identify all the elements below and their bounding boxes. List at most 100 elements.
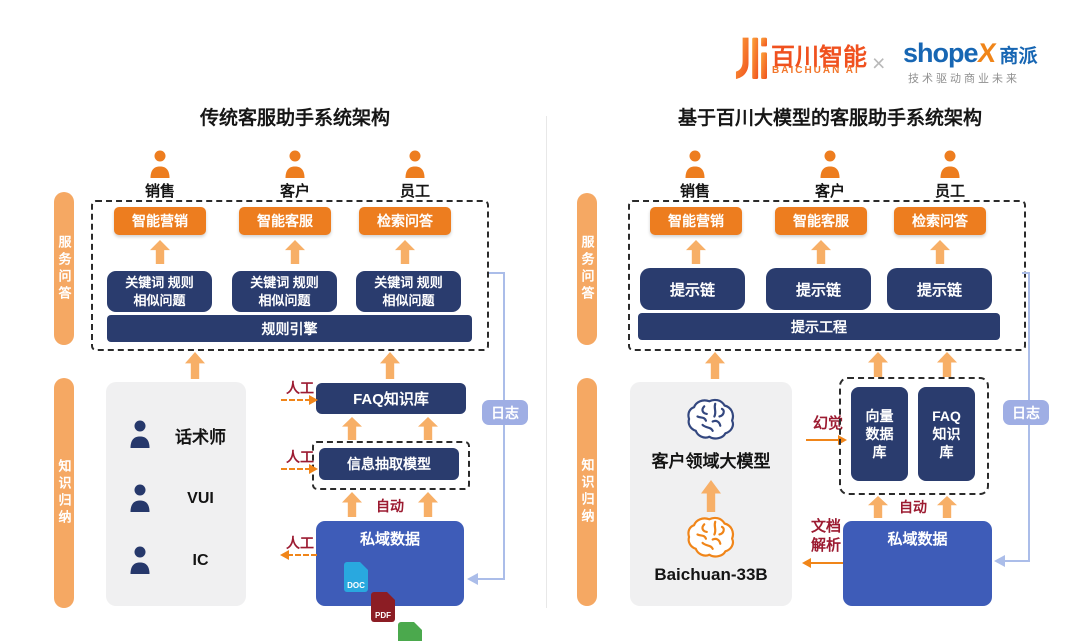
brain-icon-base-model	[684, 514, 738, 560]
prompt-engineering-box: 提示工程	[638, 313, 1000, 340]
up-arrow	[185, 352, 205, 379]
up-arrow	[868, 352, 888, 377]
sidebar-service-qa: 服务问答	[577, 193, 597, 345]
up-arrow	[418, 417, 438, 440]
page-fold	[415, 616, 428, 629]
center-divider	[546, 116, 547, 608]
staff-label-vui: VUI	[187, 490, 214, 507]
kb-frame	[839, 377, 989, 495]
manual-label: 人工	[286, 448, 314, 465]
doc-label: DOC	[347, 581, 365, 590]
log-connector	[477, 578, 505, 580]
log-connector	[489, 272, 505, 274]
vector-db-box: 向量 数据 库	[851, 387, 908, 481]
up-arrow	[868, 496, 888, 518]
person-icon	[283, 150, 307, 178]
staff-label-ic: IC	[192, 552, 209, 569]
manual-dashed-arrow	[287, 554, 317, 556]
user-label-sales: 销售	[679, 182, 710, 200]
up-arrow	[705, 352, 725, 379]
sidebar-knowledge: 知识归纳	[577, 378, 597, 606]
staff-panel	[106, 382, 246, 606]
shopex-cn: 商派	[999, 46, 1038, 67]
brain-icon-domain-model	[684, 396, 738, 442]
sidebar-service-qa: 服务问答	[54, 192, 74, 345]
log-arrowhead	[994, 555, 1005, 567]
person-icon	[683, 150, 707, 178]
up-arrow	[380, 352, 400, 379]
baichuan-brand-sub: BAICHUAN AI	[772, 65, 860, 76]
person-icon	[128, 420, 152, 448]
right-service-frame	[628, 200, 1026, 351]
log-connector	[1022, 272, 1030, 274]
hallucination-label: 幻觉	[812, 414, 843, 432]
log-arrowhead	[467, 573, 478, 585]
extract-model-box: 信息抽取模型	[319, 448, 459, 480]
private-data-label: 私域数据	[887, 530, 948, 548]
user-label-employee: 员工	[399, 182, 430, 200]
arrowhead-left	[280, 550, 289, 560]
user-label-customer: 客户	[279, 182, 310, 200]
keyword-rule-box: 关键词 规则 相似问题	[232, 271, 337, 312]
right-title: 基于百川大模型的客服助手系统架构	[677, 107, 982, 129]
keyword-rule-box: 关键词 规则 相似问题	[356, 271, 461, 312]
manual-dashed-arrow	[281, 468, 311, 470]
service-box-marketing: 智能营销	[650, 207, 742, 235]
keyword-rule-box: 关键词 规则 相似问题	[107, 271, 212, 312]
prompt-chain-box: 提示链	[887, 268, 992, 310]
sidebar-knowledge: 知识归纳	[54, 378, 74, 608]
private-data-box	[316, 521, 464, 606]
private-data-label: 私域数据	[359, 530, 420, 548]
doc-file-icon: DOC	[344, 562, 368, 592]
baichuan-logo-icon	[733, 36, 767, 82]
up-arrow	[418, 492, 438, 517]
manual-dashed-arrow	[281, 399, 311, 401]
manual-label: 人工	[286, 534, 314, 551]
up-arrow	[342, 417, 362, 440]
service-box-retrieval: 检索问答	[894, 207, 986, 235]
shopex-tagline: 技术驱动商业未来	[908, 73, 1020, 85]
shopex-logo: shopeX商派	[903, 38, 1038, 69]
pdf-file-icon: PDF	[371, 592, 395, 622]
manual-label: 人工	[286, 379, 314, 396]
faq-kb-box: FAQ知识库	[316, 383, 466, 414]
arrowhead-right	[309, 464, 318, 474]
staff-label-scriptwriter: 话术师	[175, 427, 226, 447]
hallucination-arrow	[806, 439, 839, 441]
private-data-box	[843, 521, 992, 606]
up-arrow	[937, 352, 957, 377]
user-label-sales: 销售	[144, 182, 175, 200]
shopex-x: X	[975, 38, 998, 68]
service-box-cs: 智能客服	[239, 207, 331, 235]
person-icon	[818, 150, 842, 178]
log-connector	[503, 272, 505, 580]
up-arrow	[937, 496, 957, 518]
person-icon	[938, 150, 962, 178]
doc-parsing-label: 文档 解析	[810, 518, 841, 554]
person-icon	[128, 484, 152, 512]
service-box-marketing: 智能营销	[114, 207, 206, 235]
person-icon	[403, 150, 427, 178]
arrowhead-right	[838, 435, 847, 445]
user-label-employee: 员工	[934, 182, 965, 200]
domain-model-label: 客户领域大模型	[651, 451, 771, 471]
xls-file-icon: XLS	[398, 622, 422, 641]
person-icon	[128, 546, 152, 574]
faq-db-box: FAQ 知识 库	[918, 387, 975, 481]
doc-parsing-arrow	[810, 562, 843, 564]
arrowhead-right	[309, 395, 318, 405]
log-badge: 日志	[1003, 400, 1049, 425]
person-icon	[148, 150, 172, 178]
arrowhead-left	[802, 558, 811, 568]
up-arrow	[342, 492, 362, 517]
service-box-cs: 智能客服	[775, 207, 867, 235]
doc-label: PDF	[375, 611, 391, 620]
auto-label: 自动	[899, 498, 927, 515]
service-box-retrieval: 检索问答	[359, 207, 451, 235]
rule-engine-box: 规则引擎	[107, 315, 472, 342]
log-connector	[1004, 560, 1030, 562]
log-badge: 日志	[482, 400, 528, 425]
shopex-word: shope	[903, 38, 979, 68]
logo-separator: ×	[872, 50, 886, 76]
